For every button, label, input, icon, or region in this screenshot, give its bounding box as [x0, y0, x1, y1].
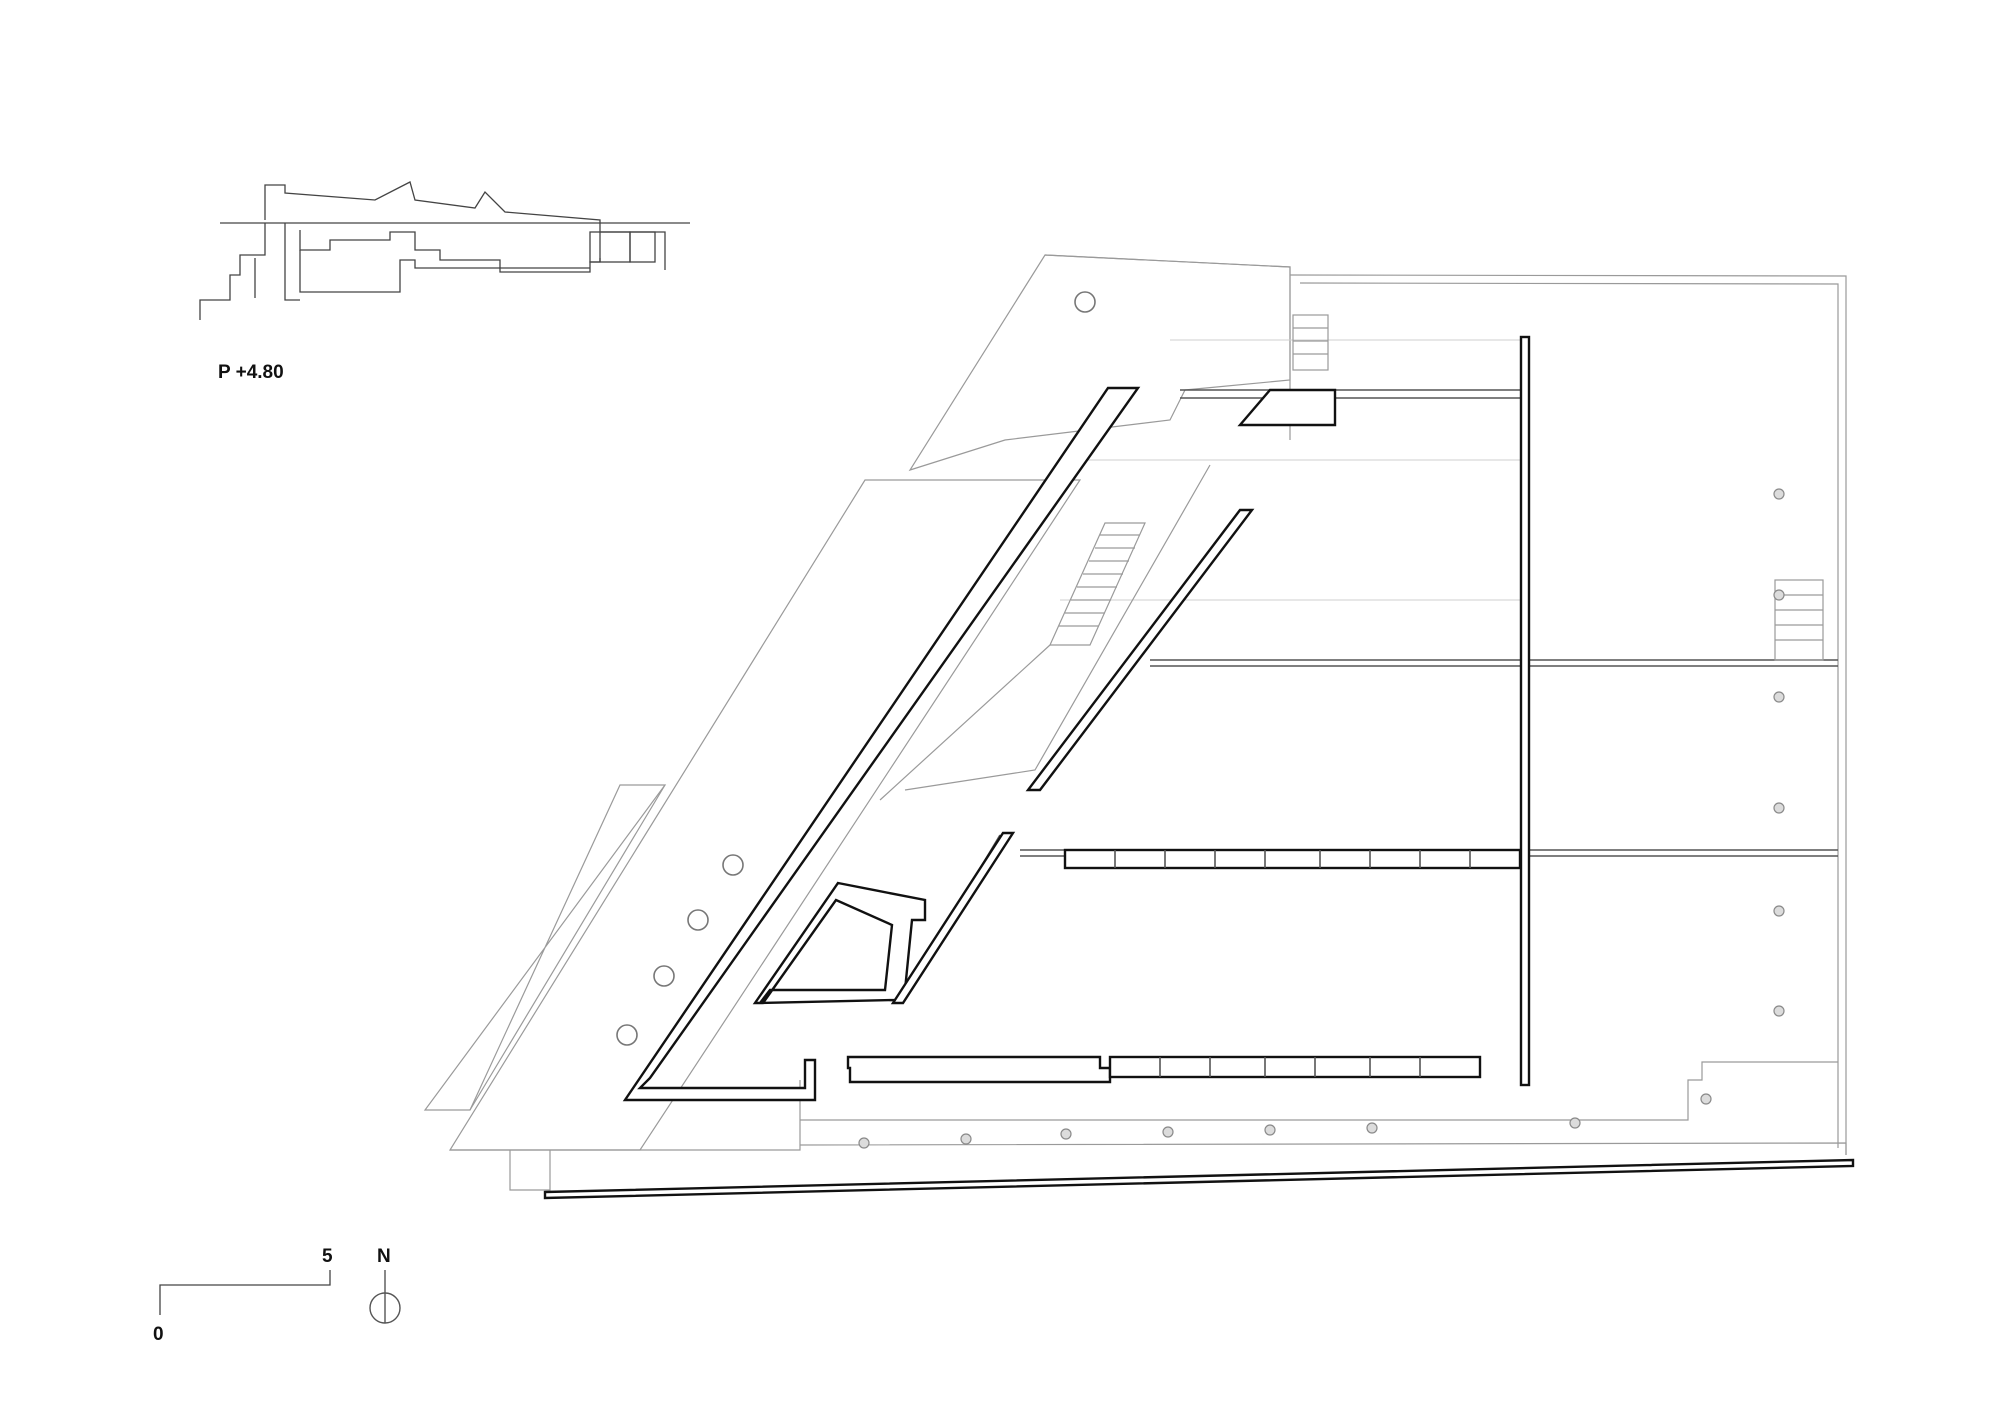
structural-walls [543, 335, 1855, 1200]
level-label: P +4.80 [218, 362, 284, 383]
light-points [858, 488, 1785, 1149]
north-arrow-icon: N [369, 1246, 401, 1324]
roof-outline [423, 254, 1847, 1191]
stair [879, 464, 1211, 801]
key-section-diagram [199, 181, 690, 320]
stair-east [1774, 579, 1824, 661]
north-label: N [377, 1246, 391, 1267]
columns [616, 291, 1096, 1046]
stair-north [1292, 314, 1329, 371]
scale-end-label: 5 [322, 1246, 333, 1267]
ceiling-guides [1020, 339, 1838, 857]
scale-start-label: 0 [153, 1324, 164, 1345]
bench-row-middle [1063, 848, 1522, 870]
scale-bar: 0 5 [153, 1246, 333, 1345]
bench-row-south [1108, 1055, 1482, 1079]
